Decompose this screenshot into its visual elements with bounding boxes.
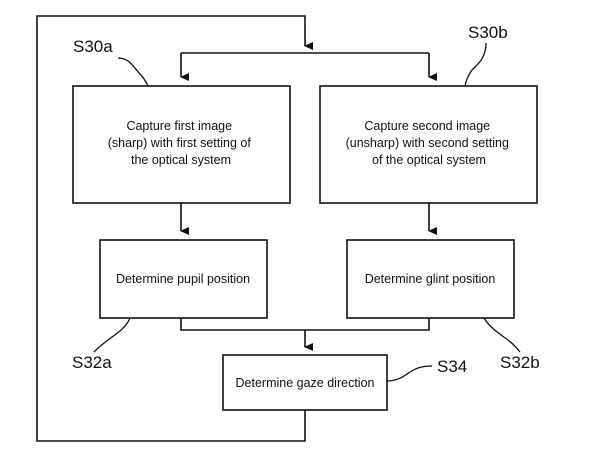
ref-label-s30a: S30a xyxy=(73,37,113,56)
svg-text:Capture second image (un: Capture second image (unsharp) with seco… xyxy=(346,119,513,167)
step-s32a-box: Determine pupil position xyxy=(99,239,268,319)
leader-s32a xyxy=(93,317,131,353)
loop-back-connector xyxy=(36,15,313,442)
step-s30b-line-1: Capture second image xyxy=(364,119,490,133)
ref-label-s32a: S32a xyxy=(72,353,112,372)
leader-s34 xyxy=(386,365,433,382)
svg-text:Determine glint position: Determine glint position xyxy=(365,272,496,286)
ref-label-s30b: S30b xyxy=(468,23,508,42)
merge-connector xyxy=(180,318,430,331)
step-s34-box: Determine gaze direction xyxy=(222,354,388,411)
leader-s30a xyxy=(117,57,149,87)
ref-label-s34: S34 xyxy=(437,357,467,376)
svg-text:Capture first image (sha: Capture first image (sharp) with first s… xyxy=(108,119,255,167)
svg-text:Determine gaze direction: Determine gaze direction xyxy=(236,376,375,390)
step-s32b-line-1: Determine glint position xyxy=(365,272,496,286)
step-s30b-line-3: of the optical system xyxy=(372,153,486,167)
step-s34-line-1: Determine gaze direction xyxy=(236,376,375,390)
leader-s32b xyxy=(483,317,521,353)
step-s30a-line-3: the optical system xyxy=(131,153,231,167)
step-s32b-box: Determine glint position xyxy=(346,239,515,319)
step-s30a-box: Capture first image (sharp) with first s… xyxy=(72,85,291,204)
step-s30b-box: Capture second image (unsharp) with seco… xyxy=(319,85,538,204)
step-s30a-line-2: (sharp) with first setting of xyxy=(108,136,252,150)
step-s30a-line-1: Capture first image xyxy=(126,119,232,133)
leader-s30b xyxy=(464,42,487,87)
step-s30b-line-2: (unsharp) with second setting xyxy=(346,136,509,150)
svg-text:Determine pupil position: Determine pupil position xyxy=(116,272,250,286)
ref-label-s32b: S32b xyxy=(500,353,540,372)
step-s32a-line-1: Determine pupil position xyxy=(116,272,250,286)
